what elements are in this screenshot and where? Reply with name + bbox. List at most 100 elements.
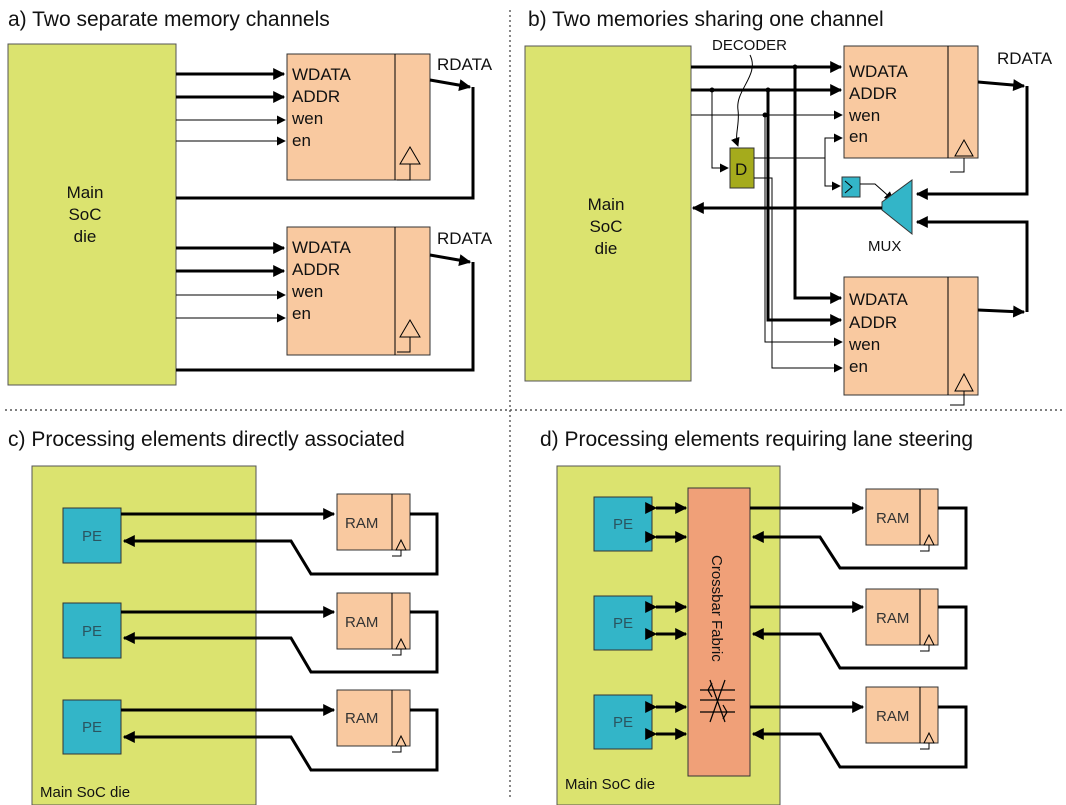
junction-dot xyxy=(792,64,798,70)
panel-b-die xyxy=(524,45,692,382)
crossbar-fabric-label: Crossbar Fabric xyxy=(708,555,725,662)
port-wdata: WDATA xyxy=(849,62,909,81)
mux-select-line xyxy=(860,183,894,201)
rdata-label: RDATA xyxy=(437,55,493,74)
addr-to-decoder xyxy=(711,90,729,173)
panel-d: d) Processing elements requiring lane st… xyxy=(540,428,973,805)
ram-label: RAM xyxy=(876,510,909,527)
read-bus xyxy=(122,512,439,576)
pe-label: PE xyxy=(613,714,633,731)
clock-line xyxy=(950,158,965,173)
mux-icon xyxy=(881,179,913,236)
ram-block xyxy=(336,493,411,551)
ram-label: RAM xyxy=(345,710,378,727)
port-addr: ADDR xyxy=(849,84,897,103)
rdata-out xyxy=(429,78,472,92)
pe-label: PE xyxy=(613,516,633,533)
port-addr: ADDR xyxy=(292,87,340,106)
panel-a-memory-1: WDATA ADDR wen en RDATA xyxy=(286,53,493,181)
clock-line xyxy=(397,164,411,181)
panel-c: c) Processing elements directly associat… xyxy=(8,428,439,805)
wdata-bus-branch xyxy=(793,67,843,304)
addr-bus-branch xyxy=(766,90,843,326)
pe-label: PE xyxy=(82,623,102,640)
clock-line xyxy=(392,746,402,753)
clock-line xyxy=(920,545,930,552)
rdata-return-bus xyxy=(176,87,475,200)
panel-a-die-label-1: Main xyxy=(67,183,104,202)
port-en: en xyxy=(849,357,868,376)
panel-b-die-label-3: die xyxy=(595,239,618,258)
en-signal-1 xyxy=(754,133,843,159)
clock-triangle-icon xyxy=(954,138,974,157)
memory-block xyxy=(843,276,979,396)
ram-block xyxy=(865,686,939,744)
port-wen: wen xyxy=(848,335,880,354)
panel-b-memory-2: WDATA ADDR wen en xyxy=(843,276,979,406)
read-bus xyxy=(122,610,439,674)
rdata-label: RDATA xyxy=(997,49,1053,68)
memory-block xyxy=(286,226,431,356)
en-signal-2 xyxy=(754,177,843,373)
pe-label: PE xyxy=(82,719,102,736)
pe-label: PE xyxy=(613,615,633,632)
pe-block xyxy=(62,507,122,564)
pe-block xyxy=(62,602,122,659)
memory-block xyxy=(286,53,431,181)
pe-block xyxy=(593,595,653,651)
pe-block xyxy=(593,496,653,552)
panel-c-die-label: Main SoC die xyxy=(40,784,130,801)
panel-b: b) Two memories sharing one channel Main… xyxy=(524,8,1053,406)
crossbar-switch-icon xyxy=(700,679,735,723)
rdata-return-bus xyxy=(176,262,475,372)
junction-dot xyxy=(762,112,768,118)
panel-c-title: c) Processing elements directly associat… xyxy=(8,428,405,451)
rdata-out xyxy=(429,253,472,267)
ram-label: RAM xyxy=(876,708,909,725)
port-addr: ADDR xyxy=(849,313,897,332)
clock-line xyxy=(392,649,402,656)
panel-b-die-label-1: Main xyxy=(588,195,625,214)
decoder-box-label: D xyxy=(735,160,747,179)
clock-line xyxy=(397,337,411,353)
port-addr: ADDR xyxy=(292,260,340,279)
panel-a-die-label-2: SoC xyxy=(68,205,101,224)
port-wdata: WDATA xyxy=(292,238,352,257)
panel-b-memory-1: WDATA ADDR wen en RDATA xyxy=(843,45,1053,173)
read-bus xyxy=(751,705,968,769)
junction-dot xyxy=(709,87,715,93)
pe-block xyxy=(593,694,653,750)
select-register xyxy=(841,176,861,198)
mux-label: MUX xyxy=(868,238,901,255)
port-wen: wen xyxy=(291,282,323,301)
pe-block xyxy=(62,699,122,755)
rdata-label: RDATA xyxy=(437,229,493,248)
panel-a-memory-2: WDATA ADDR wen en RDATA xyxy=(286,226,493,356)
clock-line xyxy=(920,743,930,750)
decoder-box xyxy=(729,147,755,189)
ram-block xyxy=(865,488,939,546)
clock-line xyxy=(920,645,930,652)
panel-d-title: d) Processing elements requiring lane st… xyxy=(540,428,973,451)
decoder-label: DECODER xyxy=(712,37,787,54)
memory-block xyxy=(843,45,979,159)
port-wen: wen xyxy=(848,106,880,125)
panel-a: a) Two separate memory channels Main SoC… xyxy=(7,8,493,386)
port-en: en xyxy=(849,127,868,146)
ram-block xyxy=(336,592,411,650)
ram-block xyxy=(336,689,411,747)
ram-label: RAM xyxy=(345,614,378,631)
crossbar-fabric xyxy=(687,487,751,777)
panel-b-die-label-2: SoC xyxy=(589,217,622,236)
read-bus xyxy=(122,708,439,772)
rdata-out-1 xyxy=(977,79,1026,92)
select-to-register xyxy=(824,158,841,191)
ram-block xyxy=(865,588,939,646)
read-bus xyxy=(751,605,968,670)
pe-label: PE xyxy=(82,528,102,545)
panel-a-die-label-3: die xyxy=(74,227,97,246)
rdata-to-mux-2 xyxy=(915,216,1029,312)
clock-triangle-icon xyxy=(844,180,853,194)
rdata-out-2 xyxy=(977,305,1026,318)
